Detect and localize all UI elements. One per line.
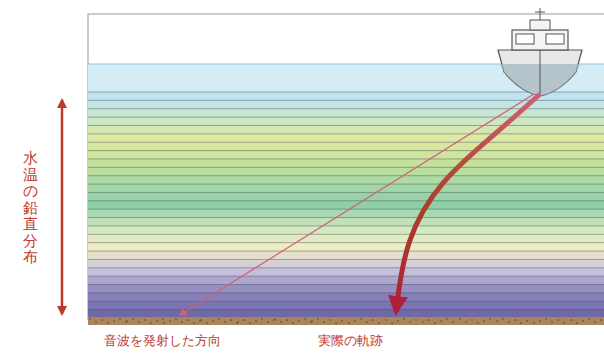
- axis-label: 水温の鉛直分布: [23, 150, 38, 266]
- actual-path-arrow: [396, 94, 540, 312]
- emitted-direction-arrow: [180, 94, 534, 315]
- temperature-layers: [88, 92, 604, 319]
- arrow-label: 実際の軌跡: [318, 332, 383, 350]
- depth-double-arrow: [61, 100, 64, 314]
- section-frame: [88, 14, 604, 320]
- arrow-label: 音波を発射した方向: [104, 332, 221, 350]
- seabed: [88, 317, 604, 325]
- layer-lines: [88, 92, 604, 318]
- ship: [498, 8, 582, 96]
